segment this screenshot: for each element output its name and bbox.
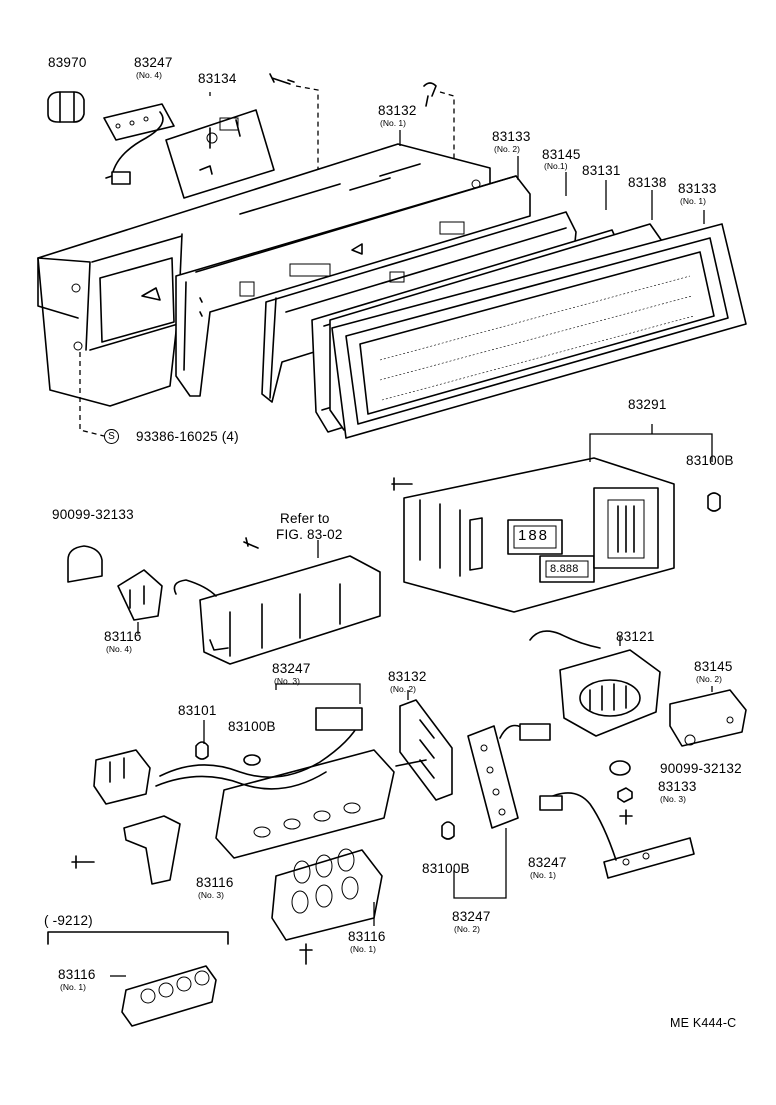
label-83116-no4-sub: (No. 4) [106, 644, 132, 654]
label-83145-no2: 83145 [694, 659, 733, 674]
label-83132-no2: 83132 [388, 669, 427, 684]
label-83247-no3-sub: (No. 3) [274, 676, 300, 686]
lcd-readout-small: 8.888 [550, 563, 579, 575]
label-93386-16025: 93386-16025 (4) [136, 429, 239, 444]
label-83116-no3: 83116 [196, 875, 234, 890]
label-83133-no3: 83133 [658, 779, 697, 794]
frame-83133-no1 [331, 223, 747, 439]
label-83116-no3-sub: (No. 3) [198, 890, 224, 900]
label-83121: 83121 [616, 629, 655, 644]
clip-90099-32132 [609, 760, 631, 776]
leader-83247-no2 [453, 828, 507, 899]
date-range-bracket [47, 931, 229, 945]
clip-90099-32133 [67, 545, 103, 583]
label-83100B-lower: 83100B [422, 861, 470, 876]
label-83132-no1-sub: (No. 1) [380, 118, 406, 128]
label-83133-no1: 83133 [678, 181, 717, 196]
label-83132-no1: 83132 [378, 103, 417, 118]
label-83247-no4-sub: (No. 4) [136, 70, 162, 80]
display-assembly-83291 [403, 457, 675, 613]
label-83145-no1: 83145 [542, 147, 581, 162]
label-83116-no1-alt-sub: (No. 1) [60, 982, 86, 992]
plate-83116-no1-alt [121, 965, 217, 1027]
label-83247-no1: 83247 [528, 855, 567, 870]
label-83133-no3-sub: (No. 3) [660, 794, 686, 804]
label-83138: 83138 [628, 175, 667, 190]
plate-83133-no2 [175, 175, 531, 397]
dashed-line-right [439, 91, 455, 160]
speedometer-cluster [173, 555, 381, 665]
bracket-83132-no2 [395, 699, 453, 801]
label-83247-no2-sub: (No. 2) [454, 924, 480, 934]
screw-left-lower [71, 855, 95, 869]
label-83133-no2: 83133 [492, 129, 531, 144]
label-83247-no3: 83247 [272, 661, 311, 676]
screw-bottom [299, 943, 313, 965]
label-83100B-right: 83100B [686, 453, 734, 468]
bulb-83100B-center [243, 754, 261, 766]
label-83133-no2-sub: (No. 2) [494, 144, 520, 154]
screw-center [243, 537, 259, 549]
screw-83133-no3 [619, 809, 633, 825]
label-83116-no1: 83116 [348, 929, 386, 944]
label-fig-ref: FIG. 83-02 [276, 527, 343, 542]
bulb-83100B-lower [441, 821, 455, 840]
bulb-83100B-right [707, 492, 721, 512]
label-83145-no1-sub: (No.1) [544, 161, 568, 171]
label-83116-no4: 83116 [104, 629, 142, 644]
bracket-83116-no3 [123, 815, 181, 885]
bulb-socket-83970 [47, 91, 85, 123]
label-83131: 83131 [582, 163, 621, 178]
screw-top-right [423, 82, 437, 107]
label-90099-32133: 90099-32133 [52, 507, 134, 522]
label-83133-no1-sub: (No. 1) [680, 196, 706, 206]
label-refer-to: Refer to [280, 511, 330, 526]
s-symbol-icon: S [104, 429, 119, 444]
connector-83101 [93, 741, 209, 805]
dashed-line-screw [79, 352, 105, 437]
board-83134 [165, 109, 275, 199]
bracket-83145-no2 [669, 689, 747, 747]
printed-circuit-83247-no2 [467, 723, 551, 829]
lcd-readout-large: 188 [518, 527, 550, 544]
label-83132-no2-sub: (No. 2) [390, 684, 416, 694]
label-83116-no1-sub: (No. 1) [350, 944, 376, 954]
printed-circuit-83247-no3 [155, 707, 395, 859]
motor-83121 [529, 630, 661, 737]
label-83134: 83134 [198, 71, 237, 86]
plate-83116-no4 [117, 569, 163, 621]
label-83247-no1-sub: (No. 1) [530, 870, 556, 880]
figure-code: ME K444-C [670, 1016, 737, 1030]
printed-circuit-83247-no4 [103, 103, 175, 185]
label-83970: 83970 [48, 55, 87, 70]
label-date-range: ( -9212) [44, 913, 93, 928]
clip-83133-no3 [617, 787, 633, 803]
label-90099-32132: 90099-32132 [660, 761, 742, 776]
label-83291: 83291 [628, 397, 667, 412]
label-83116-no1-alt: 83116 [58, 967, 96, 982]
screw-83291 [391, 477, 413, 491]
leader-83247-no3 [275, 683, 361, 704]
label-83247-no2: 83247 [452, 909, 491, 924]
label-83100B-center: 83100B [228, 719, 276, 734]
plate-83116-no1 [271, 848, 383, 941]
printed-circuit-83247-no1 [539, 792, 695, 879]
label-83145-no2-sub: (No. 2) [696, 674, 722, 684]
label-83101: 83101 [178, 703, 217, 718]
label-83247-no4: 83247 [134, 55, 173, 70]
leader-83291 [589, 433, 713, 462]
screw-top-left [269, 73, 295, 85]
